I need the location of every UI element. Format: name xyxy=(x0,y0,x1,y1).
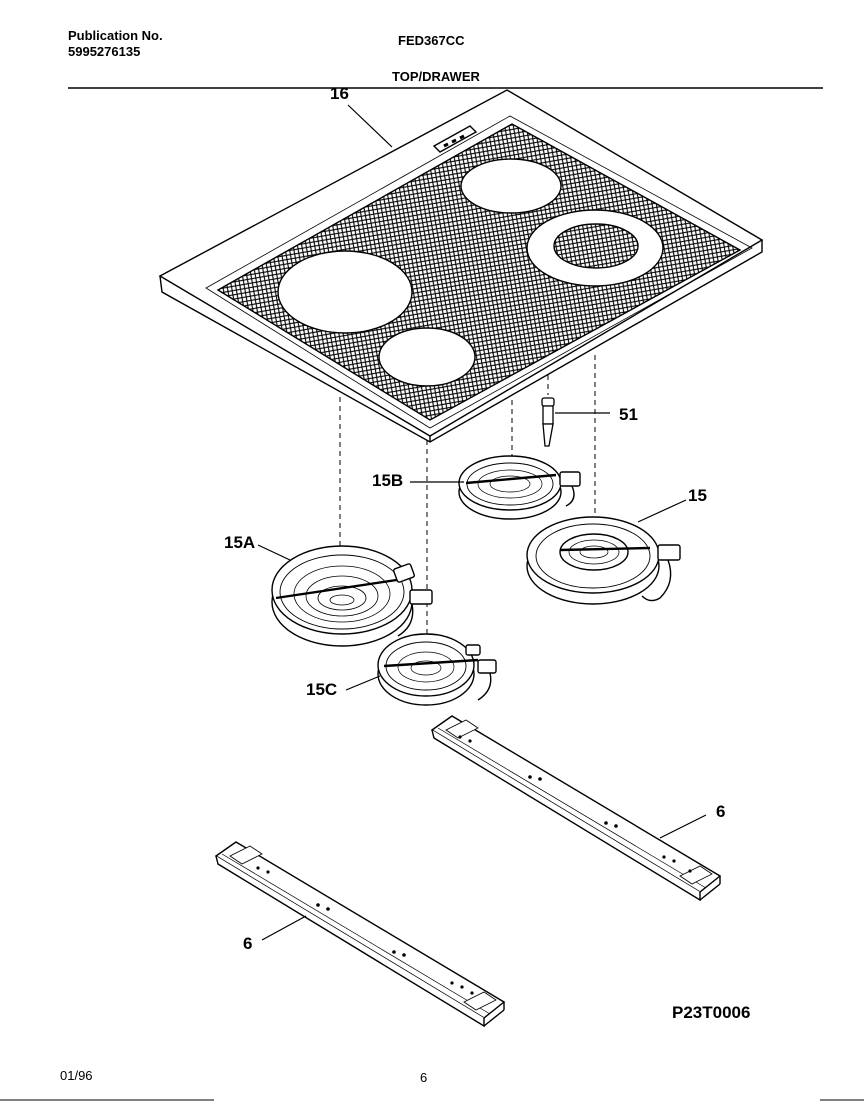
callout-16: 16 xyxy=(330,84,349,103)
callout-15: 15 xyxy=(688,486,707,505)
section-title: TOP/DRAWER xyxy=(392,69,480,84)
callout-15c: 15C xyxy=(306,680,338,699)
callout-15b: 15B xyxy=(372,471,404,490)
element-15 xyxy=(527,517,680,604)
leader-6-left xyxy=(262,916,306,940)
publication-number: 5995276135 xyxy=(68,44,141,59)
leader-15c xyxy=(346,676,380,690)
page-number: 6 xyxy=(420,1070,428,1085)
leader-15a xyxy=(258,545,290,560)
callout-15a: 15A xyxy=(224,533,256,552)
callout-51: 51 xyxy=(619,405,638,424)
burner-zone-front xyxy=(379,328,475,386)
drawing-code: P23T0006 xyxy=(672,1003,751,1022)
glass-cooktop xyxy=(160,90,762,443)
element-15b xyxy=(459,456,580,519)
burner-zone-left xyxy=(278,251,412,333)
alignment-lines xyxy=(340,355,595,660)
element-15c xyxy=(378,634,496,705)
leader-16 xyxy=(348,105,392,147)
glass-surface xyxy=(218,124,740,420)
burner-zone-right-inner xyxy=(554,224,638,268)
leader-6-right xyxy=(660,815,706,838)
limit-sensor xyxy=(542,398,554,446)
bracket-left xyxy=(216,842,504,1028)
revision-date: 01/96 xyxy=(60,1068,93,1083)
publication-label: Publication No. xyxy=(68,28,163,43)
callout-6-left: 6 xyxy=(243,934,253,953)
leader-15 xyxy=(638,500,686,522)
bracket-right xyxy=(432,716,720,902)
burner-zone-back xyxy=(461,159,561,213)
callout-6-right: 6 xyxy=(716,802,726,821)
element-15a xyxy=(272,546,432,646)
model-number: FED367CC xyxy=(398,33,465,48)
vent-slot xyxy=(434,126,476,152)
